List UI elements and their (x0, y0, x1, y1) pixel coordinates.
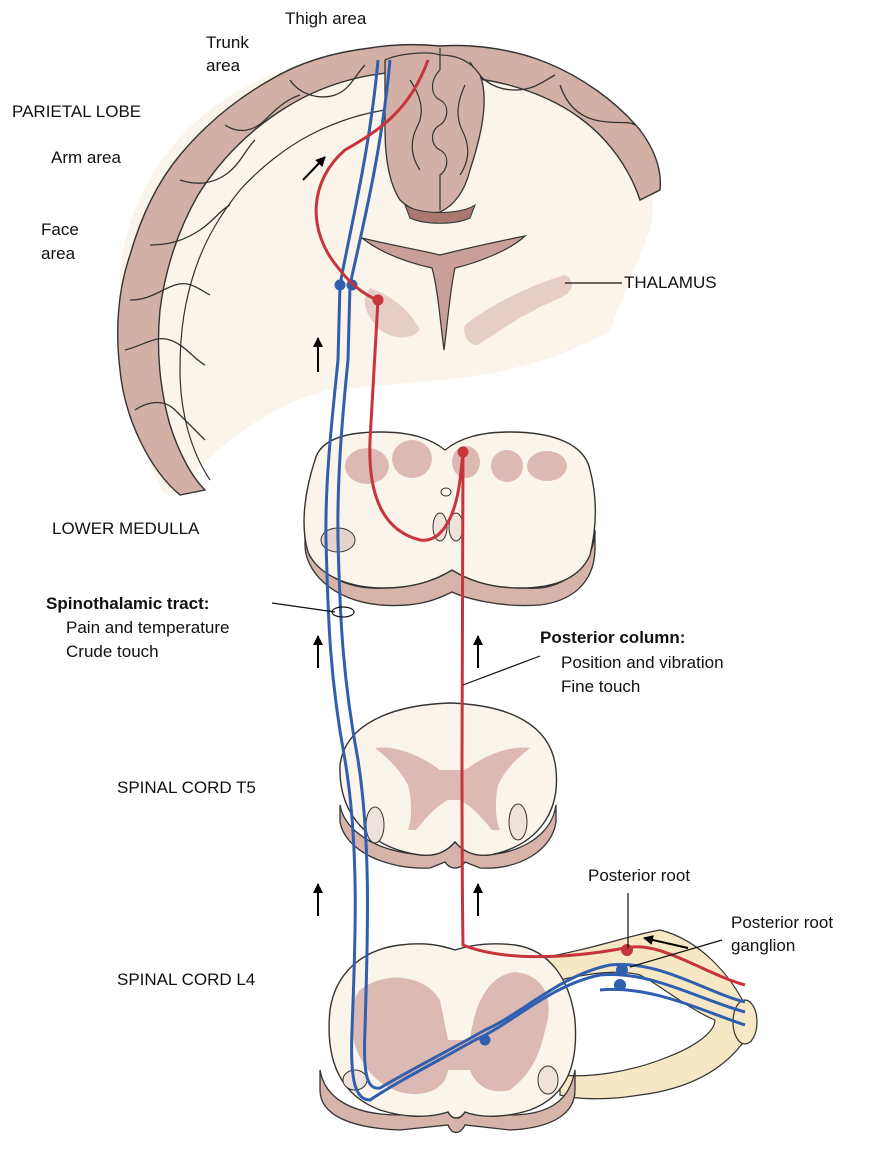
posterior-column-synapse-medulla (459, 448, 467, 456)
label-lower-medulla: LOWER MEDULLA (52, 518, 199, 539)
posterior-column-title: Posterior column: (540, 627, 685, 648)
posterior-column-ganglion-cell (623, 946, 632, 955)
spinothalamic-line2: Crude touch (66, 641, 159, 662)
spinothalamic-ganglion-cell-2 (616, 981, 625, 990)
label-arm-area: Arm area (51, 147, 121, 168)
spinothalamic-synapse-thalamus-1 (336, 281, 344, 289)
spinothalamic-ganglion-cell-1 (618, 966, 627, 975)
label-posterior-root: Posterior root (588, 865, 690, 886)
label-trunk-area-1: Trunk (206, 32, 249, 53)
label-posterior-root-ganglion-2: ganglion (731, 935, 795, 956)
label-spinal-cord-t5: SPINAL CORD T5 (117, 777, 256, 798)
spinal-cord-l4-section (320, 930, 757, 1133)
l4-white-right (538, 1066, 558, 1094)
t5-lateral-white (366, 807, 384, 843)
spinothalamic-line1: Pain and temperature (66, 617, 230, 638)
label-thalamus: THALAMUS (624, 272, 717, 293)
spinal-cord-t5-section (340, 703, 557, 868)
spinothalamic-title: Spinothalamic tract: (46, 593, 209, 614)
label-thigh-area: Thigh area (285, 8, 366, 29)
label-face-area-2: area (41, 243, 75, 264)
label-spinal-cord-l4: SPINAL CORD L4 (117, 969, 255, 990)
label-posterior-root-ganglion-1: Posterior root (731, 912, 833, 933)
label-trunk-area-2: area (206, 55, 240, 76)
label-parietal-lobe: PARIETAL LOBE (12, 101, 141, 122)
label-face-area-1: Face (41, 219, 79, 240)
posterior-column-line1: Position and vibration (561, 652, 724, 673)
brain-section (118, 45, 661, 495)
spinothalamic-synapse-l4 (481, 1036, 489, 1044)
posterior-column-line2: Fine touch (561, 676, 640, 697)
posterior-column-synapse-thalamus (374, 296, 382, 304)
t5-lateral-white-right (509, 804, 527, 840)
